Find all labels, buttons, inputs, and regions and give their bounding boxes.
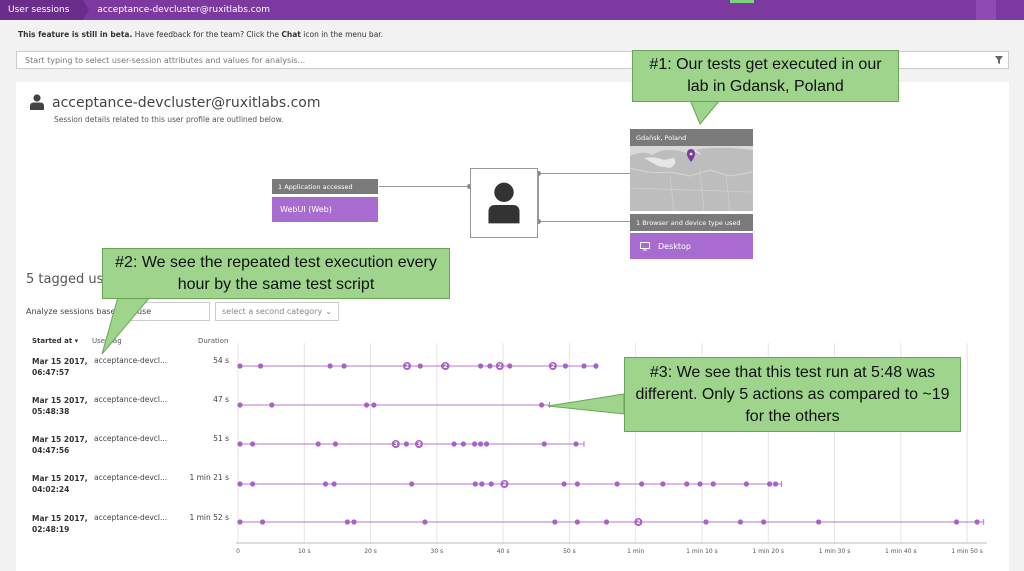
row-duration: 54 s	[213, 356, 229, 365]
category-select[interactable]: use	[130, 302, 210, 321]
callout-2: #2: We see the repeated test execution e…	[102, 248, 450, 299]
menu-icon[interactable]	[976, 0, 996, 20]
connector-line	[538, 173, 630, 174]
callout-3: #3: We see that this test run at 5:48 wa…	[624, 357, 961, 432]
browser-count-label: 1 Browser and device type used	[630, 214, 753, 231]
location-map[interactable]	[630, 146, 753, 211]
column-duration[interactable]: Duration	[198, 337, 229, 345]
row-start-date: Mar 15 2017,05:48:38	[32, 396, 88, 416]
profile-subtitle: Session details related to this user pro…	[54, 115, 284, 124]
breadcrumb-user-sessions[interactable]: User sessions	[0, 0, 90, 20]
sessions-title: 5 tagged use	[26, 272, 112, 287]
funnel-icon[interactable]	[994, 55, 1004, 65]
connector-dot	[536, 171, 541, 176]
row-user-tag[interactable]: acceptance-devcl...	[94, 513, 168, 522]
row-duration: 51 s	[213, 434, 229, 443]
analyze-label: Analyze sessions based on	[26, 307, 134, 316]
row-user-tag[interactable]: acceptance-devcl...	[94, 395, 168, 404]
row-duration: 1 min 21 s	[189, 473, 229, 482]
app-node[interactable]: WebUI (Web)	[272, 197, 378, 222]
map-graphic	[630, 146, 753, 211]
connector-dot	[536, 219, 541, 224]
callout-1: #1: Our tests get executed in our lab in…	[632, 50, 899, 102]
top-bar: User sessions acceptance-devcluster@ruxi…	[0, 0, 1024, 20]
connector-line	[538, 221, 630, 222]
column-started[interactable]: Started at ▾	[32, 337, 79, 345]
row-duration: 1 min 52 s	[189, 513, 229, 522]
connector-dot	[467, 184, 472, 189]
breadcrumb-user[interactable]: acceptance-devcluster@ruxitlabs.com	[97, 5, 270, 15]
second-category-select[interactable]: select a second category⌄	[215, 302, 339, 321]
row-duration: 47 s	[213, 395, 229, 404]
profile-name: acceptance-devcluster@ruxitlabs.com	[52, 95, 321, 111]
app-count-label: 1 Application accessed	[272, 179, 378, 194]
row-start-date: Mar 15 2017,06:47:57	[32, 357, 88, 377]
location-pin-icon	[687, 149, 695, 162]
location-label: Gdańsk, Poland	[630, 129, 753, 146]
profile-card	[16, 82, 1009, 571]
row-user-tag[interactable]: acceptance-devcl...	[94, 356, 168, 365]
row-start-date: Mar 15 2017,02:48:19	[32, 514, 88, 534]
row-user-tag[interactable]: acceptance-devcl...	[94, 473, 168, 482]
browser-node[interactable]: Desktop	[630, 233, 753, 259]
user-avatar-icon	[488, 182, 520, 224]
user-node[interactable]	[470, 168, 538, 238]
topbar-accent	[730, 0, 754, 3]
chevron-down-icon: ⌄	[325, 307, 332, 316]
row-start-date: Mar 15 2017,04:02:24	[32, 474, 88, 494]
column-user-tag[interactable]: User tag	[92, 337, 122, 345]
connector-line	[379, 186, 470, 187]
user-icon	[30, 94, 44, 110]
connector-line	[538, 173, 539, 221]
row-start-date: Mar 15 2017,04:47:56	[32, 435, 88, 455]
row-user-tag[interactable]: acceptance-devcl...	[94, 434, 168, 443]
beta-notice: This feature is still in beta. Have feed…	[18, 30, 384, 39]
desktop-icon	[640, 241, 650, 250]
